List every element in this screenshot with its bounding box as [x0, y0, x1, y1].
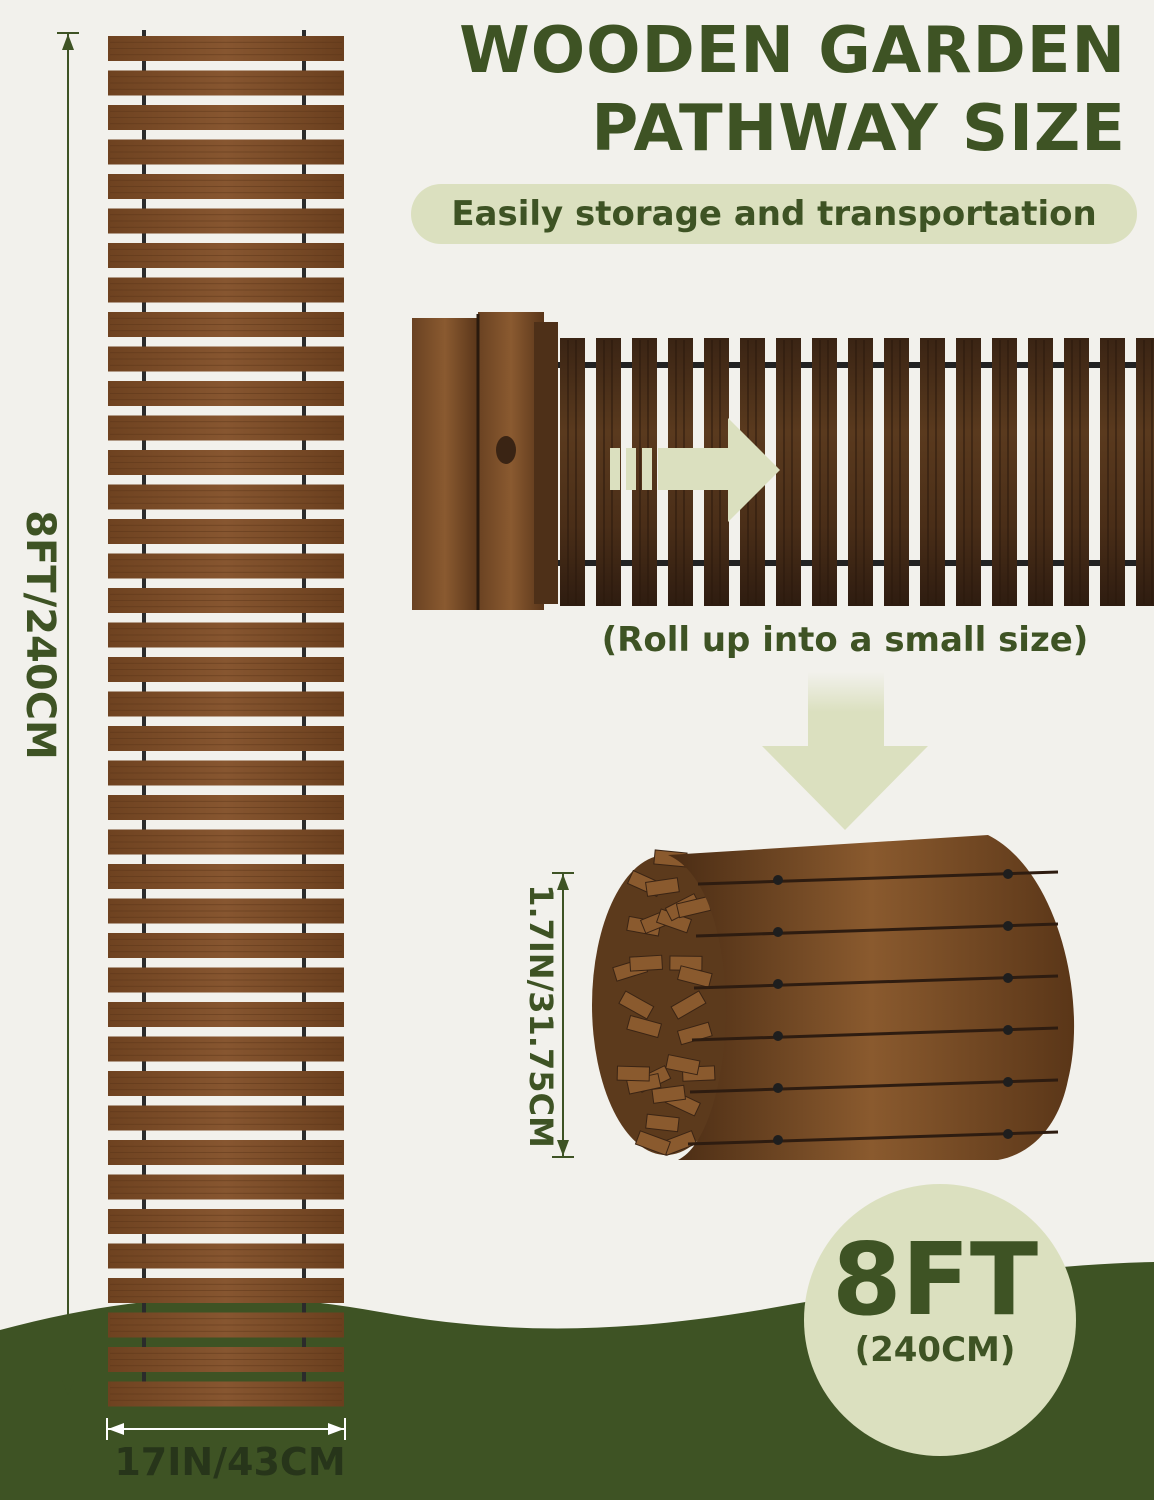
unrolling-slat: [884, 338, 909, 606]
barrel-slat-gap: [693, 974, 1059, 990]
unrolling-slat: [776, 338, 801, 606]
arrow-right-icon: [610, 418, 780, 522]
length-label: 8FT/240CM: [17, 510, 63, 760]
rolled-slat-end: [616, 1065, 651, 1082]
unrolling-slat: [992, 338, 1017, 606]
tagline-pill: Easily storage and transportation: [411, 184, 1137, 244]
unrolling-slat: [956, 338, 981, 606]
barrel-connector: [773, 1031, 783, 1041]
rolled-pathway-image: [592, 835, 1075, 1160]
barrel-connector: [1003, 973, 1013, 983]
barrel-connector: [773, 875, 783, 885]
length-dimension-line: [57, 32, 79, 1398]
rolled-slat-end: [670, 990, 707, 1020]
barrel-slat-gap: [691, 1026, 1059, 1042]
barrel-connector: [1003, 869, 1013, 879]
unrolling-slat: [812, 338, 837, 606]
width-dimension-line: [106, 1418, 346, 1440]
rolled-slat-end: [676, 965, 713, 988]
rolled-size-dimension-line: [552, 872, 574, 1158]
barrel-connector: [1003, 1025, 1013, 1035]
unrolling-pathway-image: [412, 312, 1154, 610]
barrel-connector: [1003, 1077, 1013, 1087]
rolled-slat-end: [645, 1113, 680, 1133]
badge-metric: (240CM): [854, 1330, 1016, 1370]
rolled-slat-end: [634, 1130, 671, 1156]
rolled-slat-end: [645, 877, 680, 897]
barrel-slat-gap: [687, 1130, 1059, 1146]
barrel-connector: [773, 927, 783, 937]
rolled-size-label: 1.7IN/31.75CM: [522, 884, 560, 1148]
rolled-slat-end: [618, 990, 655, 1020]
width-label: 17IN/43CM: [114, 1440, 346, 1484]
unrolling-slat: [1028, 338, 1053, 606]
barrel-connector: [1003, 921, 1013, 931]
rolled-slat-end: [626, 1014, 663, 1039]
unrolling-slat: [1100, 338, 1125, 606]
unrolling-slat: [920, 338, 945, 606]
rolled-slat-end: [629, 954, 663, 972]
arrow-down-icon: [762, 672, 928, 830]
barrel-connector: [773, 1135, 783, 1145]
unrolling-slat: [848, 338, 873, 606]
barrel-connector: [773, 979, 783, 989]
unrolling-slat: [560, 338, 585, 606]
tagline-text: Easily storage and transportation: [451, 194, 1097, 234]
size-badge-circle: [804, 1184, 1076, 1456]
barrel-connector: [1003, 1129, 1013, 1139]
barrel-slat-gap: [689, 1078, 1059, 1094]
badge-size: 8FT: [831, 1221, 1039, 1338]
page-title: WOODEN GARDEN PATHWAY SIZE: [366, 12, 1126, 168]
barrel-slat-gap: [697, 870, 1059, 886]
title-line-2: PATHWAY SIZE: [591, 92, 1126, 166]
barrel-connector: [773, 1083, 783, 1093]
unrolling-slat: [1064, 338, 1089, 606]
unrolling-slat: [1136, 338, 1154, 606]
roll-caption: (Roll up into a small size): [601, 620, 1089, 660]
rolled-slat-end: [651, 1084, 687, 1104]
title-line-1: WOODEN GARDEN: [459, 14, 1126, 88]
pathway-product-image: [108, 30, 344, 1407]
barrel-slat-gap: [695, 922, 1059, 938]
rolled-slat-end: [665, 1054, 701, 1076]
